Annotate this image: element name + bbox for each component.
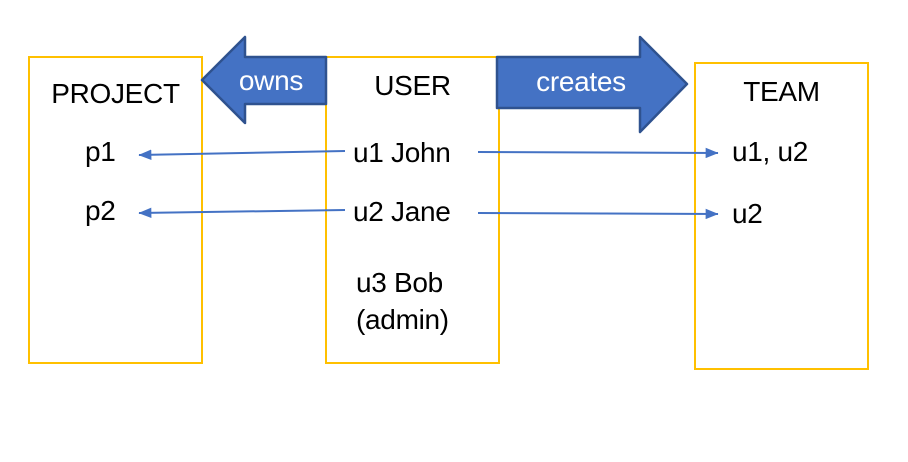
user-box-title: USER bbox=[374, 70, 451, 101]
connector-u2jane-to-team bbox=[477, 208, 719, 220]
team-item-u1-u2: u1, u2 bbox=[732, 136, 809, 167]
owns-arrow-label: owns bbox=[238, 65, 304, 96]
creates-arrow-label: creates bbox=[536, 66, 626, 97]
user-item-u1-john: u1 John bbox=[353, 137, 451, 168]
user-item-u2-jane: u2 Jane bbox=[353, 196, 451, 227]
team-entity-box bbox=[694, 62, 869, 370]
project-item-p1: p1 bbox=[85, 136, 116, 167]
team-item-u2: u2 bbox=[732, 198, 763, 229]
user-item-u3-admin-suffix: (admin) bbox=[356, 304, 449, 335]
project-item-p2: p2 bbox=[85, 195, 116, 226]
project-box-title: PROJECT bbox=[51, 78, 180, 109]
connector-u1john-to-team bbox=[477, 147, 719, 159]
team-box-title: TEAM bbox=[743, 76, 820, 107]
user-item-u3-bob: u3 Bob bbox=[356, 267, 443, 298]
